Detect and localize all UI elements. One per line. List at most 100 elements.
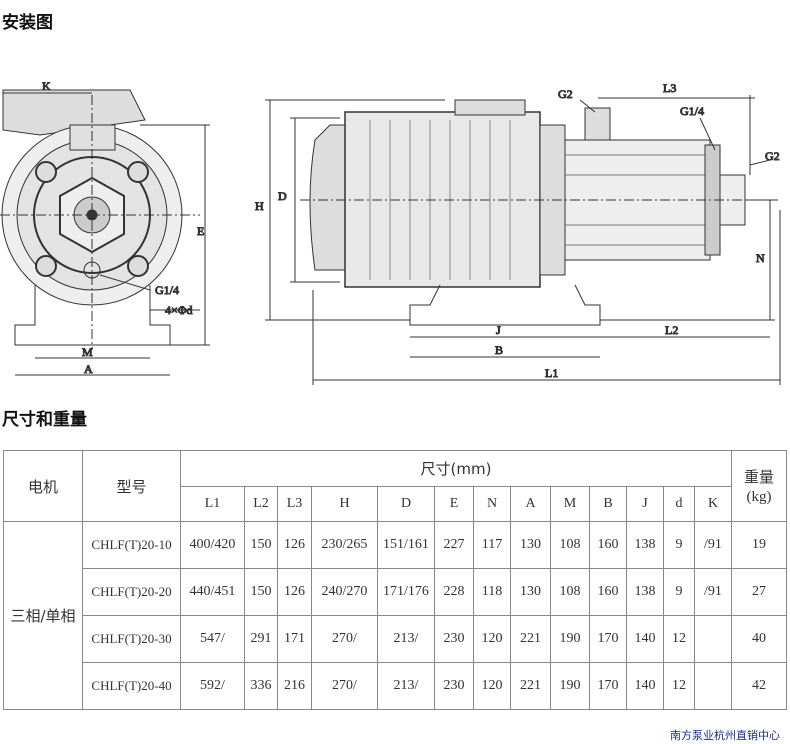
dim-cell: 230/265: [311, 521, 378, 569]
model-cell: CHLF(T)20-30: [82, 615, 181, 663]
svg-text:E: E: [197, 224, 204, 238]
svg-text:G2: G2: [558, 87, 573, 101]
dim-cell: 336: [244, 662, 278, 710]
dim-cell: 140: [626, 615, 664, 663]
dim-cell: 230: [434, 662, 474, 710]
footer-text: 南方泵业杭州直销中心: [670, 729, 780, 742]
dim-cell: /91: [694, 568, 732, 616]
dim-cell: 171/176: [377, 568, 435, 616]
motor-header: 电机: [3, 450, 83, 522]
installation-drawing: K E G1/4 4×Φd M A H D G2 L3 G1/4 G2 N J …: [0, 79, 781, 385]
model-cell: CHLF(T)20-10: [82, 521, 181, 569]
svg-text:L3: L3: [663, 81, 676, 95]
model-cell: CHLF(T)20-40: [82, 662, 181, 710]
dim-cell: 160: [589, 521, 627, 569]
dim-cell: 151/161: [377, 521, 435, 569]
dim-cell: 190: [550, 662, 590, 710]
col-M: M: [550, 486, 590, 522]
dim-cell: 120: [473, 615, 511, 663]
svg-text:4×Φd: 4×Φd: [165, 303, 193, 317]
svg-text:H: H: [255, 199, 264, 213]
dim-cell: 130: [510, 521, 551, 569]
model-header: 型号: [82, 450, 181, 522]
motor-cell: 三相/单相: [3, 521, 83, 710]
dim-cell: 190: [550, 615, 590, 663]
svg-text:M: M: [82, 345, 93, 359]
svg-text:A: A: [84, 362, 93, 376]
dim-cell: 118: [473, 568, 511, 616]
svg-text:N: N: [756, 251, 765, 265]
dim-cell: 400/420: [180, 521, 245, 569]
svg-text:G1/4: G1/4: [155, 283, 179, 297]
dim-cell: /91: [694, 521, 732, 569]
weight-cell: 19: [731, 521, 787, 569]
dim-cell: 592/: [180, 662, 245, 710]
dim-cell: 9: [663, 521, 695, 569]
dim-cell: 547/: [180, 615, 245, 663]
svg-text:B: B: [495, 343, 503, 357]
svg-text:G1/4: G1/4: [680, 104, 704, 118]
svg-text:K: K: [42, 79, 51, 93]
dim-cell: 117: [473, 521, 511, 569]
dim-cell: 120: [473, 662, 511, 710]
col-E: E: [434, 486, 474, 522]
dim-cell: 108: [550, 568, 590, 616]
dim-cell: [694, 662, 732, 710]
dim-cell: 108: [550, 521, 590, 569]
svg-text:L1: L1: [545, 366, 558, 380]
dim-cell: 170: [589, 615, 627, 663]
svg-text:J: J: [496, 323, 501, 337]
dim-cell: 126: [277, 521, 312, 569]
front-view: K E G1/4 4×Φd M A: [0, 79, 210, 377]
col-L3: L3: [277, 486, 312, 522]
col-d: d: [663, 486, 695, 522]
dim-cell: 171: [277, 615, 312, 663]
dim-cell: 270/: [311, 662, 378, 710]
dim-cell: 130: [510, 568, 551, 616]
svg-text:D: D: [278, 189, 287, 203]
dim-cell: 138: [626, 568, 664, 616]
dim-cell: 213/: [377, 662, 435, 710]
dim-cell: 221: [510, 662, 551, 710]
svg-text:L2: L2: [665, 323, 678, 337]
dim-cell: 12: [663, 615, 695, 663]
model-cell: CHLF(T)20-20: [82, 568, 181, 616]
col-L2: L2: [244, 486, 278, 522]
dim-cell: 150: [244, 568, 278, 616]
dim-cell: 12: [663, 662, 695, 710]
dim-cell: 213/: [377, 615, 435, 663]
col-H: H: [311, 486, 378, 522]
weight-cell: 27: [731, 568, 787, 616]
col-B: B: [589, 486, 627, 522]
dim-cell: 9: [663, 568, 695, 616]
weight-header: 重量(kg): [731, 450, 787, 522]
dims-header: 尺寸(mm): [180, 450, 732, 487]
dim-cell: 170: [589, 662, 627, 710]
dim-cell: 440/451: [180, 568, 245, 616]
dim-cell: [694, 615, 732, 663]
dim-cell: 140: [626, 662, 664, 710]
col-A: A: [510, 486, 551, 522]
dim-cell: 240/270: [311, 568, 378, 616]
dim-cell: 160: [589, 568, 627, 616]
dim-cell: 227: [434, 521, 474, 569]
install-title: 安装图: [2, 13, 53, 33]
weight-cell: 42: [731, 662, 787, 710]
weight-cell: 40: [731, 615, 787, 663]
col-N: N: [473, 486, 511, 522]
col-L1: L1: [180, 486, 245, 522]
svg-text:G2: G2: [765, 149, 780, 163]
col-D: D: [377, 486, 435, 522]
dims-title: 尺寸和重量: [2, 410, 87, 430]
dim-cell: 230: [434, 615, 474, 663]
dim-cell: 216: [277, 662, 312, 710]
dim-cell: 138: [626, 521, 664, 569]
dim-cell: 150: [244, 521, 278, 569]
dim-cell: 291: [244, 615, 278, 663]
side-view: H D G2 L3 G1/4 G2 N J L2 B L1: [255, 81, 781, 385]
